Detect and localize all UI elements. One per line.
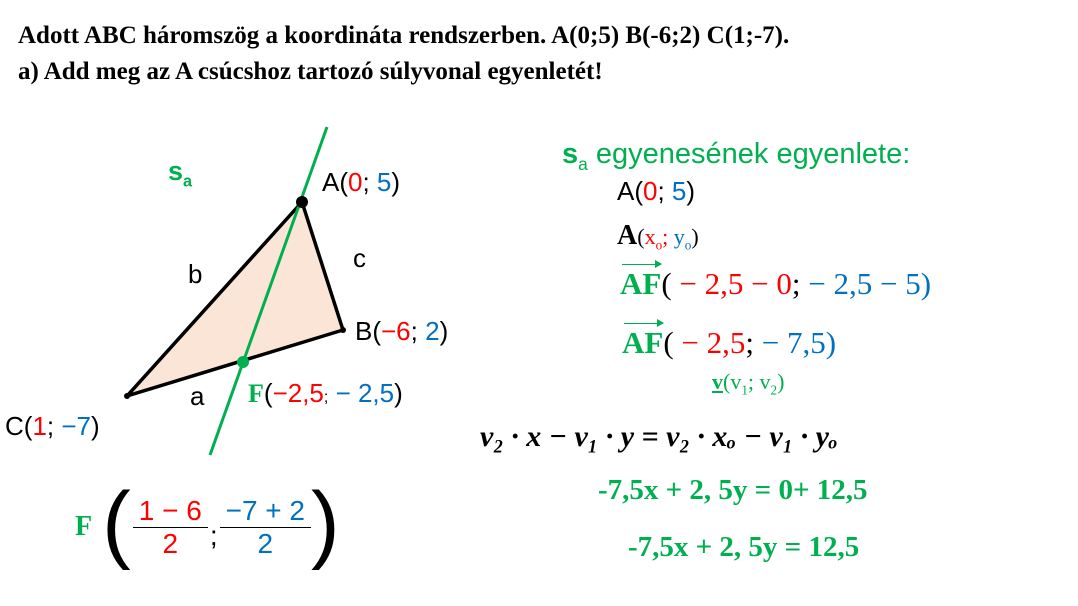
vertex-b-dot <box>340 327 346 333</box>
title-line-2: a) Add meg az A csúcshoz tartozó súlyvon… <box>18 58 603 85</box>
solution-point-a: A(0; 5) <box>617 176 696 206</box>
label-b: B(−6; 2) <box>355 316 449 346</box>
midpoint-f-dot <box>237 356 249 368</box>
solution-vector-af-2: AF( − 2,5; − 7,5) <box>622 319 837 360</box>
equation-step-1: -7,5x + 2, 5y = 0+ 12,5 <box>598 474 868 506</box>
direction-vector: v(v1; v2) <box>712 369 785 398</box>
median-line-sa <box>208 126 329 456</box>
solution-heading: sa egyenesének egyenlete: <box>562 138 911 174</box>
label-a: A(0; 5) <box>322 167 401 197</box>
side-b-label: b <box>188 259 203 289</box>
median-label: sa <box>168 156 193 191</box>
solution-point-a-general: A(xo; yo) <box>617 220 699 253</box>
label-c: C(1; −7) <box>5 411 100 441</box>
side-c-label: c <box>353 243 366 273</box>
title-line-1: Adott ABC háromszög a koordináta rendsze… <box>18 22 790 49</box>
label-f: F(−2,5; − 2,5) <box>248 378 403 408</box>
vertex-a-dot <box>296 196 308 208</box>
vertex-c-dot <box>124 393 130 399</box>
side-a-label: a <box>190 381 205 411</box>
triangle-abc <box>125 200 345 398</box>
solution-vector-af-1: AF( − 2,5 − 0; − 2,5 − 5) <box>620 260 932 301</box>
equation-final: -7,5x + 2, 5y = 12,5 <box>628 531 860 563</box>
general-line-equation: v₂ · x − v₁ · y = v₂ · xₒ − v₁ · yₒ <box>480 420 838 453</box>
